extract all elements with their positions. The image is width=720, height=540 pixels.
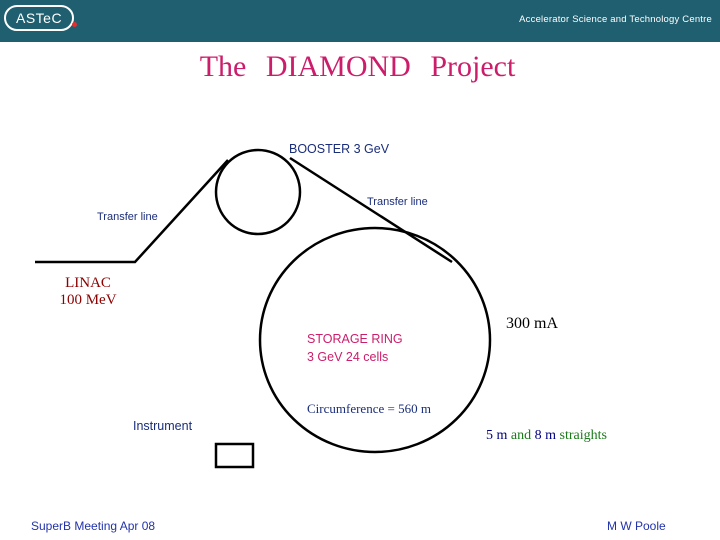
straights-label: 5 m and 8 m straights: [486, 428, 607, 444]
instrument-box: [214, 442, 255, 469]
storage-ring-label-line1: STORAGE RING: [307, 332, 403, 346]
slide-title: The DIAMOND Project: [199, 50, 516, 83]
logo-dot-icon: [72, 22, 77, 27]
header-bar: ASTeC Accelerator Science and Technology…: [0, 0, 720, 42]
header-title: Accelerator Science and Technology Centr…: [519, 14, 712, 25]
booster-ring: [214, 148, 302, 236]
circumference-label: Circumference = 560 m: [307, 401, 431, 416]
storage-ring-label-line2: 3 GeV 24 cells: [307, 350, 389, 364]
storage-ring-label: STORAGE RING 3 GeV 24 cells: [307, 330, 403, 366]
linac-label-line2: 100 MeV: [59, 292, 117, 308]
straights-word: straights: [559, 428, 607, 443]
logo-text: ASTeC: [16, 10, 63, 26]
footer-right: M W Poole: [607, 519, 666, 533]
transfer-line-left-label: Transfer line: [97, 211, 158, 223]
storage-ring: [258, 226, 492, 454]
astec-logo: ASTeC: [4, 5, 74, 31]
linac-label: LINAC 100 MeV: [55, 275, 121, 309]
straights-part1: 5 m: [486, 428, 511, 443]
transfer-line-right-label: Transfer line: [367, 196, 428, 208]
linac-transfer-line: [35, 159, 229, 264]
footer-left: SuperB Meeting Apr 08: [31, 519, 156, 533]
straights-and: and: [510, 428, 532, 443]
current-label: 300 mA: [506, 315, 558, 332]
straights-part2: 8 m: [531, 428, 560, 443]
booster-transfer-line: [289, 156, 453, 264]
instrument-label: Instrument: [133, 419, 193, 433]
linac-label-line1: LINAC: [65, 275, 111, 291]
booster-label: BOOSTER 3 GeV: [289, 142, 390, 156]
